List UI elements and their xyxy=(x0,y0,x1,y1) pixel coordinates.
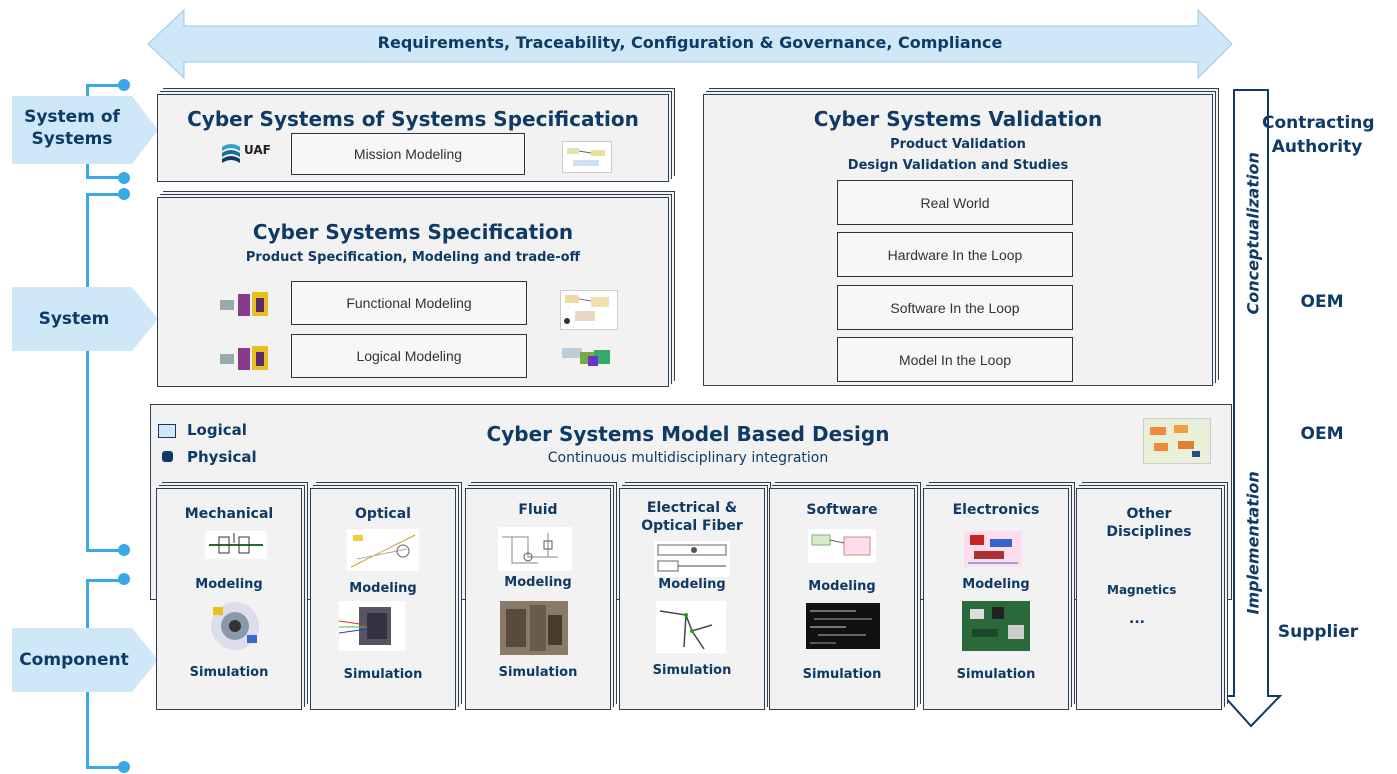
fluid-sim-thumbnail xyxy=(500,601,568,659)
modeling-label: Modeling xyxy=(808,579,876,594)
simulation-label: Simulation xyxy=(189,665,269,680)
system-tag-shape xyxy=(12,287,158,351)
sos-tag-shape xyxy=(12,96,158,164)
sos-spec-title: Cyber Systems of Systems Specification xyxy=(187,107,639,131)
simulation-label: Simulation xyxy=(802,667,882,682)
discipline-title: Electrical & Optical Fiber xyxy=(641,500,743,535)
simulation-label: Simulation xyxy=(652,663,732,678)
discipline-card-electronics[interactable]: Electronics Modeling Simulation xyxy=(923,488,1069,710)
vertical-arrow xyxy=(1224,86,1284,738)
legend-physical-icon xyxy=(162,451,173,462)
modeling-label: Modeling xyxy=(962,577,1030,592)
discipline-title: Electronics xyxy=(952,502,1040,518)
electronics-sim-thumbnail xyxy=(962,601,1030,655)
mission-modeling-box[interactable]: Mission Modeling xyxy=(291,133,525,175)
discipline-title: Fluid xyxy=(518,502,558,518)
logical-logo xyxy=(220,344,272,378)
simulation-label: Simulation xyxy=(956,667,1036,682)
mbd-title: Cyber Systems Model Based Design xyxy=(486,422,890,446)
component-top-line xyxy=(86,579,122,582)
conceptualization-label: Conceptualization xyxy=(1243,152,1263,315)
role-contracting-authority: Contracting Authority xyxy=(1262,113,1375,157)
mbd-subtitle: Continuous multidisciplinary integration xyxy=(547,450,829,466)
discipline-card-optical[interactable]: Optical Modeling Simulation xyxy=(310,488,456,710)
hil-box[interactable]: Hardware In the Loop xyxy=(837,232,1073,277)
system-tag-label: System xyxy=(38,309,110,329)
discipline-card-mechanical[interactable]: Mechanical Modeling Simulation xyxy=(156,488,302,710)
implementation-label: Implementation xyxy=(1243,471,1263,615)
mission-model-thumbnail xyxy=(562,141,612,173)
logical-modeling-box[interactable]: Logical Modeling xyxy=(291,334,527,378)
system-top-line xyxy=(86,193,122,196)
modeling-label: Modeling xyxy=(349,581,417,596)
magnetics-label: Magnetics xyxy=(1107,583,1177,597)
functional-model-thumbnail xyxy=(560,290,618,330)
functional-modeling-box[interactable]: Functional Modeling xyxy=(291,281,527,325)
modeling-label: Modeling xyxy=(658,577,726,592)
system-bottom-line xyxy=(86,549,122,552)
discipline-title: Software xyxy=(806,502,878,518)
discipline-title: Other Disciplines xyxy=(1106,506,1192,541)
legend-logical-icon xyxy=(158,424,176,438)
mechanical-sim-thumbnail xyxy=(205,599,265,657)
modeling-label: Modeling xyxy=(195,577,263,592)
electrical-model-thumbnail xyxy=(654,541,730,581)
validation-sub2: Design Validation and Studies xyxy=(847,158,1069,173)
uaf-logo-text: UAF xyxy=(244,143,271,157)
component-bottom-dot xyxy=(118,761,130,773)
software-model-thumbnail xyxy=(808,529,876,567)
logical-model-thumbnail xyxy=(558,342,616,370)
mil-box[interactable]: Model In the Loop xyxy=(837,337,1073,382)
sos-top-line xyxy=(86,84,122,87)
discipline-card-fluid[interactable]: Fluid Modeling Simulation xyxy=(465,488,611,710)
validation-panel: Cyber Systems Validation Product Validat… xyxy=(703,94,1213,386)
system-spec-title: Cyber Systems Specification xyxy=(252,220,574,244)
software-sim-thumbnail xyxy=(806,603,880,653)
functional-logo xyxy=(220,290,272,324)
validation-sub1: Product Validation xyxy=(890,137,1026,152)
uaf-logo: UAF xyxy=(220,141,278,165)
system-spec-panel: Cyber Systems Specification Product Spec… xyxy=(157,197,669,387)
fluid-model-thumbnail xyxy=(498,527,572,575)
discipline-card-other[interactable]: Other Disciplines Magnetics ... xyxy=(1076,488,1222,710)
discipline-title: Mechanical xyxy=(184,506,274,522)
electrical-sim-thumbnail xyxy=(656,601,726,657)
system-bottom-dot xyxy=(118,544,130,556)
modeling-label: Modeling xyxy=(504,575,572,590)
role-oem-1: OEM xyxy=(1300,292,1344,312)
electronics-model-thumbnail xyxy=(964,531,1022,571)
banner-label: Requirements, Traceability, Configuratio… xyxy=(377,33,1003,52)
optical-model-thumbnail xyxy=(347,529,419,575)
sos-bottom-line xyxy=(86,176,122,179)
optical-sim-thumbnail xyxy=(338,601,405,655)
role-supplier: Supplier xyxy=(1277,622,1359,642)
component-tag-shape xyxy=(12,628,158,692)
legend-logical-label: Logical xyxy=(187,421,247,439)
system-top-dot xyxy=(118,188,130,200)
discipline-title: Optical xyxy=(355,506,411,522)
simulation-label: Simulation xyxy=(498,665,578,680)
sos-bottom-dot xyxy=(118,172,130,184)
system-bracket xyxy=(86,193,89,551)
component-top-dot xyxy=(118,573,130,585)
legend-physical-label: Physical xyxy=(187,448,257,466)
role-oem-2: OEM xyxy=(1300,424,1344,444)
discipline-card-electrical[interactable]: Electrical & Optical Fiber Modeling Simu… xyxy=(619,488,765,710)
more-ellipsis: ... xyxy=(1129,611,1145,627)
sos-spec-panel: Cyber Systems of Systems Specification U… xyxy=(157,94,669,182)
system-spec-subtitle: Product Specification, Modeling and trad… xyxy=(245,250,581,265)
banner-arrow xyxy=(148,8,1233,80)
validation-title: Cyber Systems Validation xyxy=(813,107,1103,131)
real-world-box[interactable]: Real World xyxy=(837,180,1073,225)
sos-top-dot xyxy=(118,79,130,91)
mbd-thumbnail xyxy=(1143,418,1211,464)
mechanical-model-thumbnail xyxy=(205,531,267,563)
component-tag-label: Component xyxy=(19,650,129,670)
simulation-label: Simulation xyxy=(343,667,423,682)
discipline-card-software[interactable]: Software Modeling Simulation xyxy=(769,488,915,710)
component-bottom-line xyxy=(86,766,122,769)
sil-box[interactable]: Software In the Loop xyxy=(837,285,1073,330)
sos-tag-label: System of Systems xyxy=(24,107,120,150)
